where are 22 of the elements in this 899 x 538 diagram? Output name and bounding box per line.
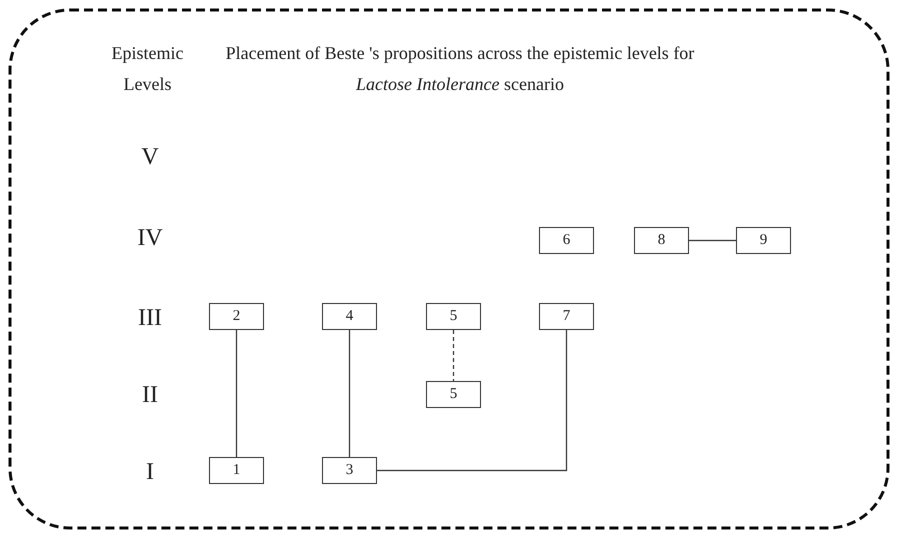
connector-line <box>452 330 454 381</box>
proposition-box: 2 <box>209 303 264 330</box>
connector-line <box>689 240 736 242</box>
connector-line <box>236 330 238 457</box>
proposition-box: 5 <box>426 303 481 330</box>
proposition-box: 9 <box>736 227 791 254</box>
axis-title: Epistemic Levels <box>110 42 184 96</box>
proposition-box: 4 <box>322 303 377 330</box>
proposition-box: 8 <box>634 227 689 254</box>
proposition-box: 3 <box>322 457 377 484</box>
connector-line <box>348 330 350 457</box>
proposition-box: 5 <box>426 381 481 408</box>
proposition-box: 6 <box>539 227 594 254</box>
level-label: III <box>137 304 163 332</box>
proposition-box: 1 <box>209 457 264 484</box>
connector-line <box>377 330 568 472</box>
level-label: IV <box>136 224 164 252</box>
proposition-box: 7 <box>539 303 594 330</box>
level-label: V <box>140 143 160 171</box>
level-label: II <box>141 381 159 409</box>
title: Placement of Beste 's propositions across the epistemic levels for Lactose Intolerance scenario <box>225 42 695 96</box>
level-label: I <box>145 458 155 486</box>
